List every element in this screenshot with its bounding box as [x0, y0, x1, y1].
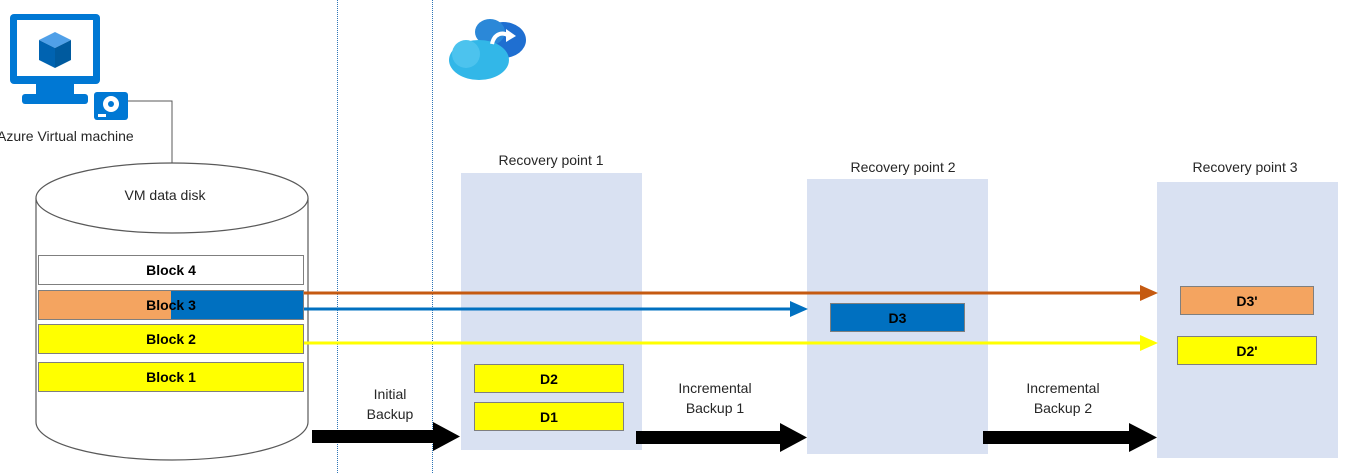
step-incremental-1: Incremental Backup 1: [660, 378, 770, 418]
arrow-initial-backup: [312, 422, 460, 451]
recovery-point-2-title: Recovery point 2: [850, 159, 956, 175]
step-initial-line2: Backup: [366, 406, 414, 422]
step-incremental-1-line1: Incremental: [678, 380, 752, 396]
rp3-item-d3-prime: D3': [1180, 286, 1314, 315]
recovery-point-3-title: Recovery point 3: [1192, 159, 1298, 175]
step-initial-line1: Initial: [373, 386, 407, 402]
recovery-point-3-panel: [1157, 182, 1338, 458]
vm-label: Azure Virtual machine: [0, 128, 134, 144]
monitor-icon: [10, 14, 128, 120]
rp1-item-d2: D2: [474, 364, 624, 393]
rp1-item-d1: D1: [474, 402, 624, 431]
step-incremental-2-line1: Incremental: [1026, 380, 1100, 396]
divider-left: [337, 0, 338, 473]
rp2-item-d3: D3: [830, 303, 965, 332]
block-4: Block 4: [38, 255, 304, 285]
vm-cube-icon: [39, 32, 71, 68]
cloud-backup-icon: [449, 19, 526, 80]
step-initial-backup: Initial Backup: [340, 384, 440, 424]
block-2: Block 2: [38, 324, 304, 354]
disk-title: VM data disk: [124, 187, 206, 203]
rp3-item-d2-prime: D2': [1177, 336, 1317, 365]
arrow-incremental-backup-1: [636, 423, 807, 452]
step-incremental-2-line2: Backup 2: [1033, 400, 1093, 416]
block-3-label: Block 3: [146, 297, 196, 313]
vm-disk-connector: [128, 100, 173, 167]
step-incremental-1-line2: Backup 1: [685, 400, 745, 416]
block-3: Block 3: [38, 290, 304, 320]
step-incremental-2: Incremental Backup 2: [1008, 378, 1118, 418]
arrow-incremental-backup-2: [983, 423, 1157, 452]
block-1: Block 1: [38, 362, 304, 392]
recovery-point-1-title: Recovery point 1: [498, 152, 604, 168]
disk-icon: [94, 92, 128, 120]
divider-right: [432, 0, 433, 473]
